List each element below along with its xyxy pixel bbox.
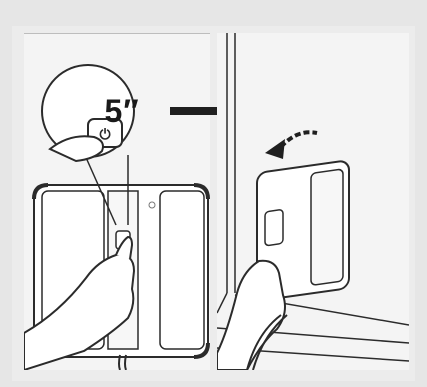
robot-pad-right: [160, 191, 204, 349]
step-panel-press-button: ⏻ 5″: [24, 33, 210, 370]
hold-duration-label: 5″: [87, 93, 157, 130]
rotate-arrow-icon: [281, 132, 317, 147]
step-panel-remove-robot: [217, 33, 409, 370]
robot-on-window-illustration: ⏻: [24, 33, 210, 370]
remove-robot-illustration: [217, 33, 409, 370]
